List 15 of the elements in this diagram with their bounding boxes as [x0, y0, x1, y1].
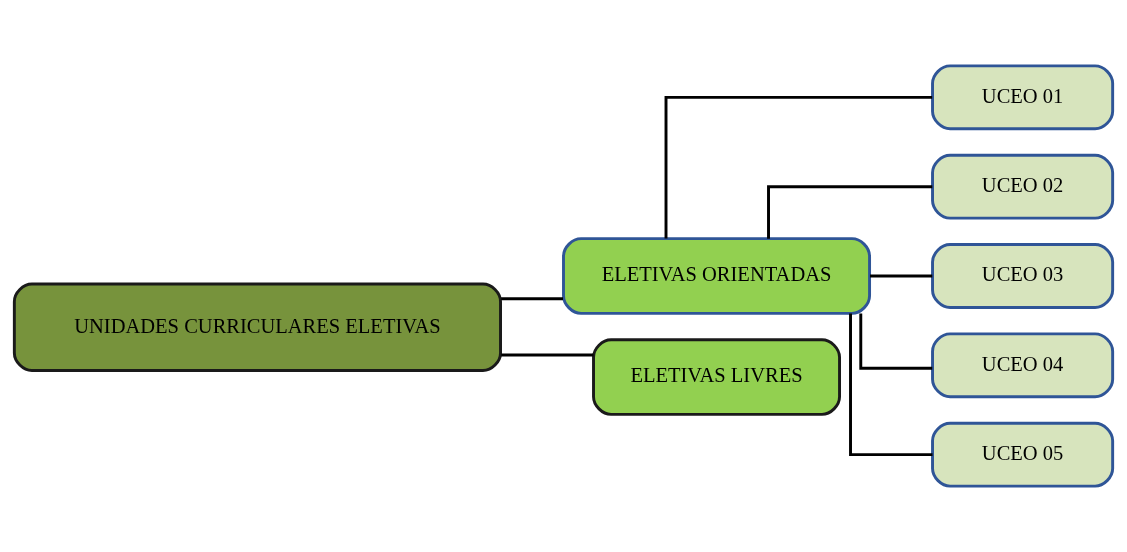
connector [664, 95, 933, 239]
connector [859, 313, 933, 370]
node-box: ELETIVAS ORIENTADAS [562, 237, 872, 315]
node-box: UCEO 03 [931, 243, 1115, 309]
connector [767, 185, 933, 239]
connector [870, 274, 933, 278]
node-box: UCEO 05 [931, 421, 1115, 488]
node-box: UCEO 02 [931, 153, 1115, 220]
node-box: ELETIVAS LIVRES [592, 338, 841, 416]
connector [501, 297, 563, 301]
connector [849, 313, 933, 457]
node-box: UNIDADES CURRICULARES ELETIVAS [12, 282, 502, 372]
node-box: UCEO 04 [931, 332, 1115, 399]
connector [501, 353, 594, 357]
node-box: UCEO 01 [931, 64, 1115, 131]
